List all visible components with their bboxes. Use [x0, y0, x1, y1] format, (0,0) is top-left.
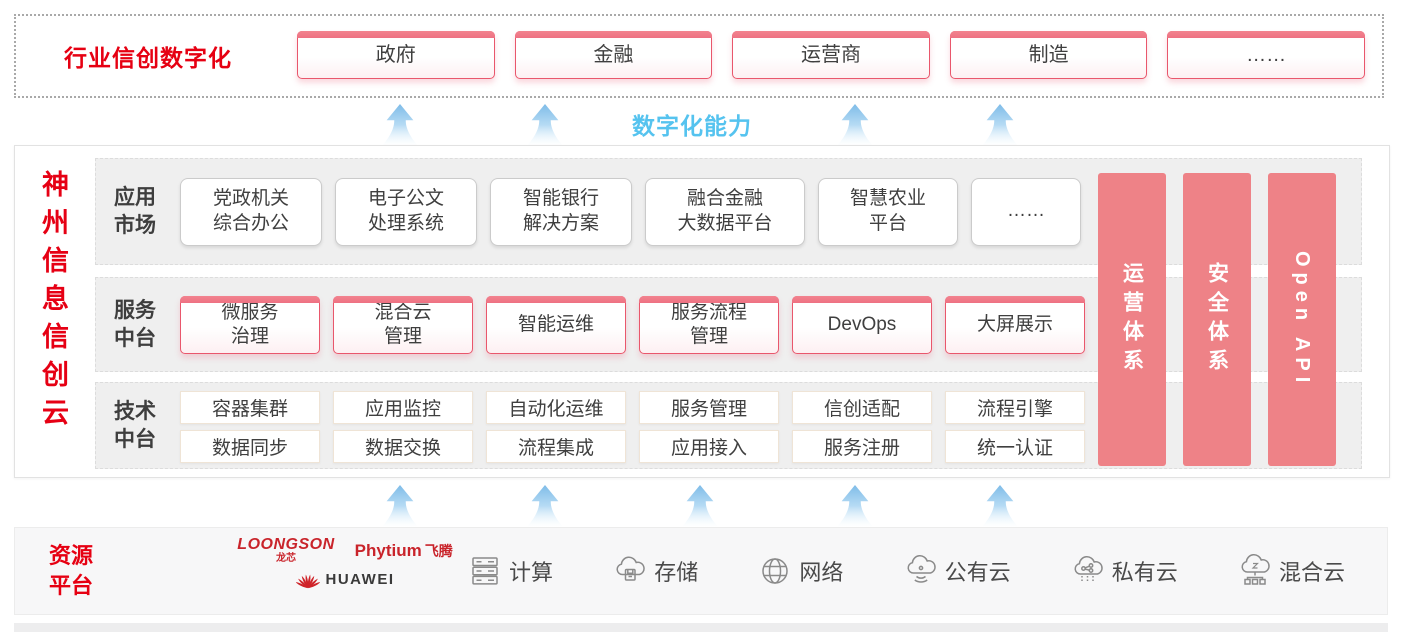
industry-box-list: 政府 金融 运营商 制造 …… — [297, 31, 1365, 79]
side-bar-operations-label: 运营体系 — [1120, 261, 1144, 378]
app-box-edoc-system: 电子公文 处理系统 — [335, 177, 477, 246]
tech-box-service-mgmt: 服务管理 — [639, 391, 779, 424]
side-bar-security-label: 安全体系 — [1205, 261, 1229, 378]
app-market-boxes: 党政机关 综合办公 电子公文 处理系统 智能银行 解决方案 融合金融 大数据平台… — [180, 159, 1081, 264]
platform-box: 神州信息信创云 应用 市场 党政机关 综合办公 电子公文 处理系统 智能银行 解… — [14, 145, 1390, 478]
app-market-label: 应用 市场 — [114, 186, 156, 237]
service-box-microservice: 微服务 治理 — [180, 295, 320, 354]
bottom-divider — [14, 623, 1388, 632]
loongson-logo-text: LOONGSON — [237, 536, 335, 553]
huawei-flower-icon — [295, 574, 320, 589]
tech-box-process-engine: 流程引擎 — [945, 391, 1085, 424]
app-box-party-office: 党政机关 综合办公 — [180, 177, 322, 246]
industry-box-government: 政府 — [297, 31, 495, 79]
service-label: 服务 中台 — [114, 299, 156, 350]
industry-banner-label: 行业信创数字化 — [64, 45, 232, 71]
service-boxes: 微服务 治理 混合云 管理 智能运维 服务流程 管理 DevOps 大屏展示 — [180, 278, 1085, 371]
tech-box-container-cluster: 容器集群 — [180, 391, 320, 424]
tech-box-xc-adaptation: 信创适配 — [792, 391, 932, 424]
resource-label: 资源 平台 — [49, 543, 94, 598]
app-box-smart-bank: 智能银行 解决方案 — [490, 177, 632, 246]
resource-panel: 资源 平台 LOONGSON 龙芯 Phytium 飞腾 — [14, 527, 1388, 615]
up-arrow-icon — [526, 485, 564, 527]
phytium-logo-text: Phytium — [354, 540, 422, 560]
tech-box-auto-ops: 自动化运维 — [486, 391, 626, 424]
up-arrow-icon — [836, 104, 874, 146]
up-arrow-icon — [981, 485, 1019, 527]
tech-label: 技术 中台 — [114, 400, 156, 451]
resource-item-hybrid-cloud: 混合云 — [1237, 553, 1345, 589]
tech-box-data-sync: 数据同步 — [180, 430, 320, 463]
resource-item-storage: 存储 — [612, 553, 698, 589]
network-icon — [762, 558, 789, 584]
tech-box-process-integration: 流程集成 — [486, 430, 626, 463]
huawei-logo: HUAWEI — [295, 568, 395, 590]
app-box-smart-agriculture: 智慧农业 平台 — [818, 177, 958, 246]
resource-items: 计算 存储 网络 公有云 私有云 混合云 — [467, 528, 1345, 614]
tech-box-service-registry: 服务注册 — [792, 430, 932, 463]
private-cloud-icon — [1074, 556, 1103, 583]
side-bar-security: 安全体系 — [1183, 173, 1251, 466]
industry-box-manufacturing: 制造 — [949, 31, 1148, 79]
platform-title: 神州信息信创云 — [38, 170, 68, 436]
industry-box-more: …… — [1167, 31, 1365, 79]
service-panel: 服务 中台 微服务 治理 混合云 管理 智能运维 服务流程 管理 DevOps … — [95, 277, 1362, 372]
service-box-dashboard: 大屏展示 — [945, 295, 1085, 354]
resource-item-label: 网络 — [799, 560, 844, 585]
side-bar-open-api-label: Open API — [1291, 250, 1313, 389]
up-arrow-icon — [526, 104, 564, 146]
tech-box-data-exchange: 数据交换 — [333, 430, 473, 463]
up-arrow-icon — [681, 485, 719, 527]
phytium-logo: Phytium 飞腾 — [355, 541, 453, 561]
up-arrow-icon — [381, 485, 419, 527]
tech-box-app-monitoring: 应用监控 — [333, 391, 473, 424]
app-box-finance-bigdata: 融合金融 大数据平台 — [645, 177, 805, 246]
public-cloud-icon — [907, 555, 936, 583]
resource-item-network: 网络 — [757, 553, 843, 589]
compute-icon — [472, 557, 498, 585]
up-arrow-icon — [836, 485, 874, 527]
industry-box-finance: 金融 — [514, 31, 713, 79]
resource-item-label: 存储 — [654, 560, 699, 585]
phytium-logo-cn: 飞腾 — [424, 542, 453, 559]
hybrid-cloud-icon — [1241, 554, 1270, 585]
resource-item-private-cloud: 私有云 — [1070, 553, 1178, 589]
resource-item-label: 计算 — [509, 560, 554, 585]
service-box-aiops: 智能运维 — [486, 295, 626, 354]
resource-item-label: 公有云 — [944, 560, 1011, 585]
side-bar-operations: 运营体系 — [1098, 173, 1166, 466]
side-bar-open-api: Open API — [1268, 173, 1336, 466]
vendor-logos: LOONGSON 龙芯 Phytium 飞腾 — [205, 537, 485, 590]
capability-label: 数字化能力 — [632, 113, 752, 139]
service-box-process-mgmt: 服务流程 管理 — [639, 295, 779, 354]
app-market-panel: 应用 市场 党政机关 综合办公 电子公文 处理系统 智能银行 解决方案 融合金融… — [95, 158, 1362, 265]
loongson-logo: LOONGSON 龙芯 — [237, 537, 334, 564]
industry-banner: 行业信创数字化 政府 金融 运营商 制造 …… — [14, 14, 1384, 98]
service-box-devops: DevOps — [792, 295, 932, 354]
tech-panel: 技术 中台 容器集群 应用监控 自动化运维 服务管理 信创适配 流程引擎 数据同… — [95, 382, 1362, 469]
tech-box-app-access: 应用接入 — [639, 430, 779, 463]
resource-item-compute: 计算 — [467, 553, 553, 589]
storage-icon — [616, 556, 645, 581]
resource-item-label: 私有云 — [1111, 560, 1178, 585]
huawei-logo-text: HUAWEI — [325, 570, 395, 588]
up-arrow-icon — [981, 104, 1019, 146]
resource-item-label: 混合云 — [1278, 560, 1345, 585]
up-arrow-icon — [381, 104, 419, 146]
tech-box-unified-auth: 统一认证 — [945, 430, 1085, 463]
service-box-hybrid-cloud-mgmt: 混合云 管理 — [333, 295, 473, 354]
tech-boxes: 容器集群 应用监控 自动化运维 服务管理 信创适配 流程引擎 数据同步 数据交换… — [180, 391, 1085, 463]
industry-box-telecom: 运营商 — [732, 31, 930, 79]
app-box-more: …… — [971, 177, 1081, 246]
resource-item-public-cloud: 公有云 — [903, 553, 1011, 589]
loongson-logo-cn: 龙芯 — [275, 553, 296, 564]
